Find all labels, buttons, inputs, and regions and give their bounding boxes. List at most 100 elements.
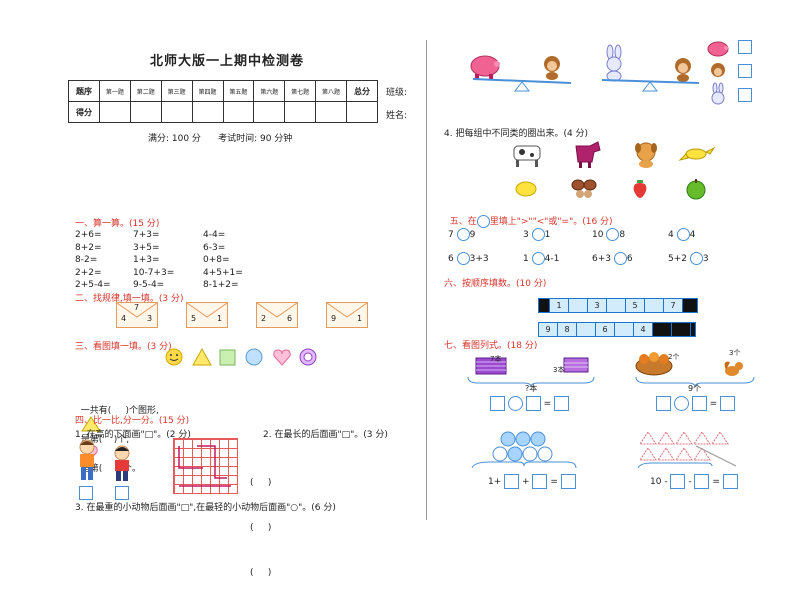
eq-box[interactable] <box>670 474 686 489</box>
strip-blank[interactable] <box>577 323 596 336</box>
eq-box[interactable] <box>490 396 505 411</box>
rabbit-icon <box>711 82 725 105</box>
paren-answer[interactable]: ( ) <box>250 568 272 578</box>
eq-operator: - <box>664 477 668 487</box>
envelope-left: 9 <box>331 314 337 323</box>
eq-box[interactable] <box>694 474 710 489</box>
books-b-label: 3本 <box>553 366 565 374</box>
answer-box-animal-3[interactable] <box>738 88 752 102</box>
answer-box-animal-2[interactable] <box>738 64 752 78</box>
compare-circle[interactable] <box>456 228 470 241</box>
score-cell[interactable] <box>99 101 131 123</box>
triangle-icon <box>192 347 212 366</box>
s5-title-post: 里填上">""<"或"="。(16 分) <box>489 217 613 227</box>
envelope-left: 5 <box>191 314 197 323</box>
compare-item: 4 4 <box>668 228 696 241</box>
compare-circle[interactable] <box>531 228 545 241</box>
eq-box[interactable] <box>525 396 541 411</box>
boy-tall-icon <box>79 439 95 480</box>
score-header-row: 题序 第一题 第二题 第三题 第四题 第五题 第六题 第七题 第八题 总分 <box>68 80 378 102</box>
compare-item: 10 8 <box>592 228 626 241</box>
eq-box[interactable] <box>554 396 570 411</box>
score-cell[interactable] <box>284 101 317 123</box>
strip-blank[interactable] <box>607 299 626 312</box>
section-7-title: 七、看图列式。(18 分) <box>444 341 538 351</box>
col-1: 第一题 <box>99 80 131 102</box>
lemon-icon <box>515 181 537 197</box>
eq-box[interactable] <box>560 474 576 489</box>
compare-item: 1 4-1 <box>523 252 560 265</box>
eq-operator-circle[interactable] <box>507 396 523 411</box>
fill-triangle-position: 是第( )个, <box>80 435 130 445</box>
heart-icon <box>273 349 291 366</box>
scale-beam <box>472 78 572 84</box>
section-1-title: 一、算一算。(15 分) <box>75 219 160 229</box>
compare-circle[interactable] <box>676 228 690 241</box>
fill-count: 一共有( )个图形, <box>80 406 159 416</box>
answer-box-short[interactable] <box>115 486 129 500</box>
calc-item: 1+3= <box>133 255 160 265</box>
strip-blank[interactable] <box>645 299 664 312</box>
section-3-title: 三、看图填一填。(3 分) <box>75 342 172 352</box>
strip-cell: 6 <box>596 323 615 336</box>
col-3: 第三题 <box>160 80 193 102</box>
eq-box[interactable] <box>532 474 548 489</box>
paren-answer[interactable]: ( ) <box>250 523 272 533</box>
col-6: 第六题 <box>253 80 286 102</box>
pig-icon <box>707 41 729 57</box>
group-2-items <box>515 179 706 200</box>
score-cell[interactable] <box>222 101 255 123</box>
row-label-question: 题序 <box>68 80 100 102</box>
eq-box[interactable] <box>691 396 707 411</box>
envelope-4[interactable]: 9 1 <box>326 302 368 328</box>
strip-blank[interactable] <box>569 299 588 312</box>
calc-item: 4+5+1= <box>203 267 243 278</box>
envelope-3[interactable]: 2 6 <box>256 302 298 328</box>
exam-meta: 满分: 100 分 考试时间: 90 分钟 <box>148 134 293 144</box>
answer-box-tall[interactable] <box>79 486 93 500</box>
calc-row: 2+2=10-7+3=4+5+1= <box>75 267 243 280</box>
compare-item: 7 9 <box>448 228 476 241</box>
squirrel-icon <box>724 361 743 376</box>
apple-icon <box>686 179 706 200</box>
book-stack-small-icon <box>563 357 589 373</box>
calc-item: 4-4= <box>203 230 226 240</box>
col-4: 第四题 <box>191 80 224 102</box>
compare-circle[interactable] <box>456 252 470 265</box>
envelope-2[interactable]: 5 1 <box>186 302 228 328</box>
circle-icon <box>245 348 263 366</box>
eq-equals: = <box>709 399 718 409</box>
score-cell[interactable] <box>315 101 347 123</box>
score-cell[interactable] <box>129 101 162 123</box>
brace-2 <box>635 376 755 387</box>
strip-blank[interactable] <box>615 323 634 336</box>
circle-groups <box>471 431 577 469</box>
compare-circle[interactable] <box>613 252 627 265</box>
score-cell[interactable] <box>191 101 224 123</box>
strawberry-icon <box>633 180 647 198</box>
calc-item: 2+5-4= <box>75 280 111 290</box>
score-cell[interactable] <box>346 101 378 123</box>
strip-end-cell <box>653 323 672 336</box>
eq-box[interactable] <box>504 474 520 489</box>
envelope-flap-icon <box>327 303 367 318</box>
answer-box-animal-1[interactable] <box>738 40 752 54</box>
col-5: 第五题 <box>222 80 255 102</box>
score-cell[interactable] <box>160 101 193 123</box>
strip-cell: 1 <box>550 299 569 312</box>
eq-equals: = <box>543 399 552 409</box>
book-stack-large-icon <box>475 357 507 375</box>
score-cell[interactable] <box>253 101 286 123</box>
eq-box[interactable] <box>720 396 736 411</box>
eq-box[interactable] <box>656 396 671 411</box>
calc-item: 2+6= <box>75 230 102 240</box>
compare-circle[interactable] <box>531 252 545 265</box>
calc-row: 2+6=7+3=4-4= <box>75 229 243 242</box>
eq-box[interactable] <box>722 474 738 489</box>
compare-circle[interactable] <box>689 252 703 265</box>
paren-answer[interactable]: ( ) <box>250 478 272 488</box>
eq-operator-circle[interactable] <box>673 396 689 411</box>
name-label: 姓名: <box>386 111 408 121</box>
compare-circle[interactable] <box>606 228 620 241</box>
strip-end-cell <box>672 323 691 336</box>
